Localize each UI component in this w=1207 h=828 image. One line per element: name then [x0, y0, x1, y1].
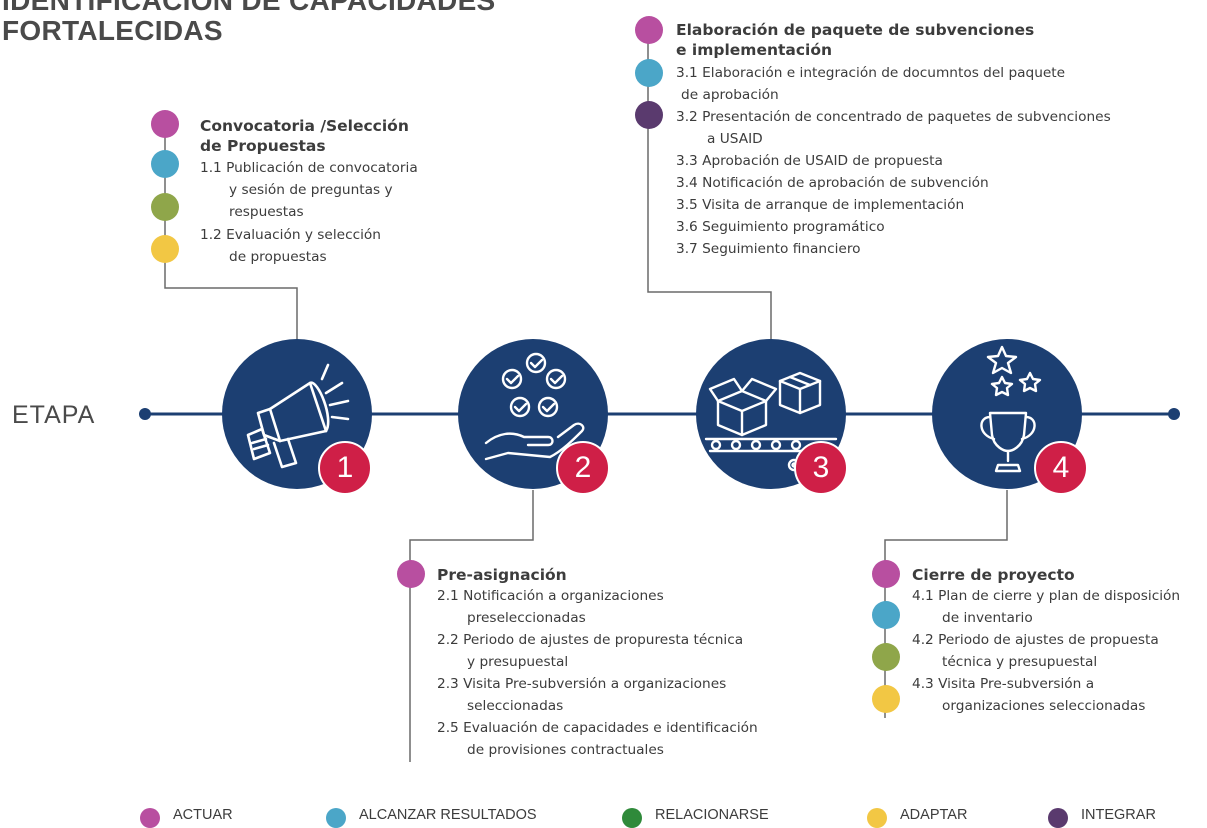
legend-dot-actuar: [140, 808, 160, 828]
stage-2-item: y presupuestal: [467, 654, 569, 670]
stage-4-item: 4.3 Visita Pre-subversión a: [912, 676, 1095, 692]
stage-3-number-badge: 3: [794, 441, 848, 495]
stage-1-heading: Convocatoria /Selección de Propuestas: [200, 116, 409, 156]
stage-1-heading-line-1: Convocatoria /Selección: [200, 117, 409, 135]
stage-2-item: 2.1 Notificación a organizaciones: [437, 588, 664, 604]
stage-3-heading: Elaboración de paquete de subvenciones e…: [676, 20, 1034, 60]
stage-1-item: 1.2 Evaluación y selección: [200, 227, 381, 243]
stage-1-item: respuestas: [229, 204, 304, 220]
page-title: IDENTIFICACIÓN DE CAPACIDADES FORTALECID…: [2, 0, 522, 46]
legend-label-actuar: ACTUAR: [173, 807, 233, 823]
stage-4-connector: [884, 490, 1008, 718]
stage-3-item: 3.7 Seguimiento financiero: [676, 241, 861, 257]
timeline-end-node: [1168, 408, 1180, 420]
stage-1-item: y sesión de preguntas y: [229, 182, 393, 198]
stage-3-item: 3.1 Elaboración e integración de documnt…: [676, 65, 1066, 81]
stage-4-dot-actuar: [872, 560, 900, 588]
timeline-label: ETAPA: [12, 401, 96, 429]
stage-1-item: 1.1 Publicación de convocatoria: [200, 160, 418, 176]
stage-4-dot-alcanzar: [872, 601, 900, 629]
megaphone-icon: [246, 363, 350, 469]
stage-3-item: de aprobación: [681, 87, 779, 103]
legend-label-relacionarse: RELACIONARSE: [655, 807, 769, 823]
legend-dot-alcanzar-resultados: [326, 808, 346, 828]
legend-dot-relacionarse: [622, 808, 642, 828]
stage-4-item: 4.2 Periodo de ajustes de propuesta: [912, 632, 1159, 648]
stage-3-item: 3.5 Visita de arranque de implementación: [676, 197, 965, 213]
stage-4-heading-line-1: Cierre de proyecto: [912, 566, 1075, 584]
stage-4-dot-adaptar: [872, 685, 900, 713]
stage-2-item: 2.5 Evaluación de capacidades e identifi…: [437, 720, 758, 736]
stage-4-heading: Cierre de proyecto: [912, 565, 1075, 585]
legend-label-integrar: INTEGRAR: [1081, 807, 1156, 823]
timeline-start-node: [139, 408, 151, 420]
stage-3-item: 3.3 Aprobación de USAID de propuesta: [676, 153, 943, 169]
stage-3-dot-actuar: [635, 16, 663, 44]
stage-1-dot-alcanzar: [151, 150, 179, 178]
stage-1-number-badge: 1: [318, 441, 372, 495]
stage-4-item: 4.1 Plan de cierre y plan de disposición: [912, 588, 1181, 604]
stage-3-dot-integrar: [635, 101, 663, 129]
stage-2-dot-actuar: [397, 560, 425, 588]
stage-4-item: técnica y presupuestal: [942, 654, 1098, 670]
stage-3-dot-alcanzar: [635, 59, 663, 87]
conveyor-boxes-icon: [704, 371, 838, 472]
legend-dot-adaptar: [867, 808, 887, 828]
trophy-stars-icon: [980, 345, 1042, 473]
stage-1-dot-adaptar: [151, 235, 179, 263]
legend-label-alcanzar-resultados: ALCANZAR RESULTADOS: [359, 807, 537, 823]
stage-4-item: organizaciones seleccionadas: [942, 698, 1146, 714]
stage-4-number-badge: 4: [1034, 441, 1088, 495]
stage-1-item: de propuestas: [229, 249, 327, 265]
stage-1-heading-line-2: de Propuestas: [200, 137, 326, 155]
stage-2-item: 2.3 Visita Pre-subversión a organizacion…: [437, 676, 727, 692]
stage-2-connector: [409, 490, 534, 762]
stage-3-item: 3.4 Notificación de aprobación de subven…: [676, 175, 989, 191]
legend-dot-integrar: [1048, 808, 1068, 828]
stage-3-item: a USAID: [707, 131, 763, 147]
hand-checkmarks-icon: [484, 352, 585, 461]
stage-3-item: 3.6 Seguimiento programático: [676, 219, 885, 235]
stage-3-item: 3.2 Presentación de concentrado de paque…: [676, 109, 1111, 125]
stage-2-item: 2.2 Periodo de ajustes de propuresta téc…: [437, 632, 744, 648]
page-title-line-1: IDENTIFICACIÓN DE CAPACIDADES: [2, 0, 496, 16]
stage-2-item: seleccionadas: [467, 698, 564, 714]
stage-1-dot-relacionarse: [151, 193, 179, 221]
stage-1-dot-actuar: [151, 110, 179, 138]
legend-label-adaptar: ADAPTAR: [900, 807, 968, 823]
stage-4-dot-relacionarse: [872, 643, 900, 671]
stage-3-heading-line-1: Elaboración de paquete de subvenciones: [676, 21, 1035, 39]
stage-2-item: preseleccionadas: [467, 610, 586, 626]
stage-4-item: de inventario: [942, 610, 1033, 626]
stage-3-connector: [647, 28, 772, 340]
stage-2-item: de provisiones contractuales: [467, 742, 664, 758]
stage-2-heading-line-1: Pre-asignación: [437, 566, 567, 584]
stage-3-heading-line-2: e implementación: [676, 41, 833, 59]
stage-2-number-badge: 2: [556, 441, 610, 495]
stage-2-heading: Pre-asignación: [437, 565, 567, 585]
page-title-line-2: FORTALECIDAS: [2, 15, 223, 46]
